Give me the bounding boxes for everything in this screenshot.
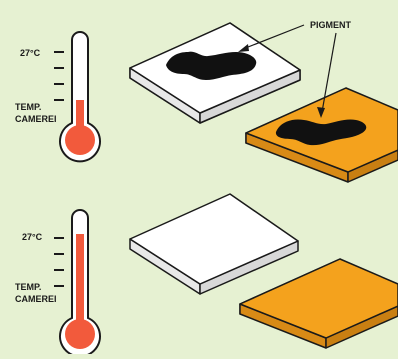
arrowhead xyxy=(238,44,249,52)
room-temp-label: TEMP. xyxy=(15,282,41,292)
room-temp-label: TEMP. xyxy=(15,102,41,112)
pigment-blob xyxy=(166,51,257,80)
thermometer-mercury xyxy=(76,234,84,328)
white-plate-top xyxy=(129,22,301,124)
pigment-blob xyxy=(275,119,367,146)
thermometer-bulb xyxy=(65,125,95,155)
room-temp-label: CAMEREI xyxy=(15,294,57,304)
thermometer-bulb xyxy=(65,319,95,349)
pigment-callout: PIGMENT xyxy=(238,20,352,118)
thermometer-mercury xyxy=(76,100,84,130)
thermometer-bottom: 27°C TEMP. CAMEREI xyxy=(15,209,101,358)
temp-label: 27°C xyxy=(20,48,41,58)
arrow-to-white-plate xyxy=(242,24,305,50)
white-plate-bottom xyxy=(129,193,299,295)
temp-label: 27°C xyxy=(22,232,43,242)
room-temp-label: CAMEREI xyxy=(15,114,57,124)
thermometer-top: 27°C TEMP. CAMEREI xyxy=(15,31,101,163)
pigment-label: PIGMENT xyxy=(310,20,352,30)
orange-plate-bottom xyxy=(239,258,398,349)
orange-plate-top xyxy=(245,87,398,183)
arrow-to-orange-plate xyxy=(321,32,337,113)
arrowhead xyxy=(317,107,325,118)
